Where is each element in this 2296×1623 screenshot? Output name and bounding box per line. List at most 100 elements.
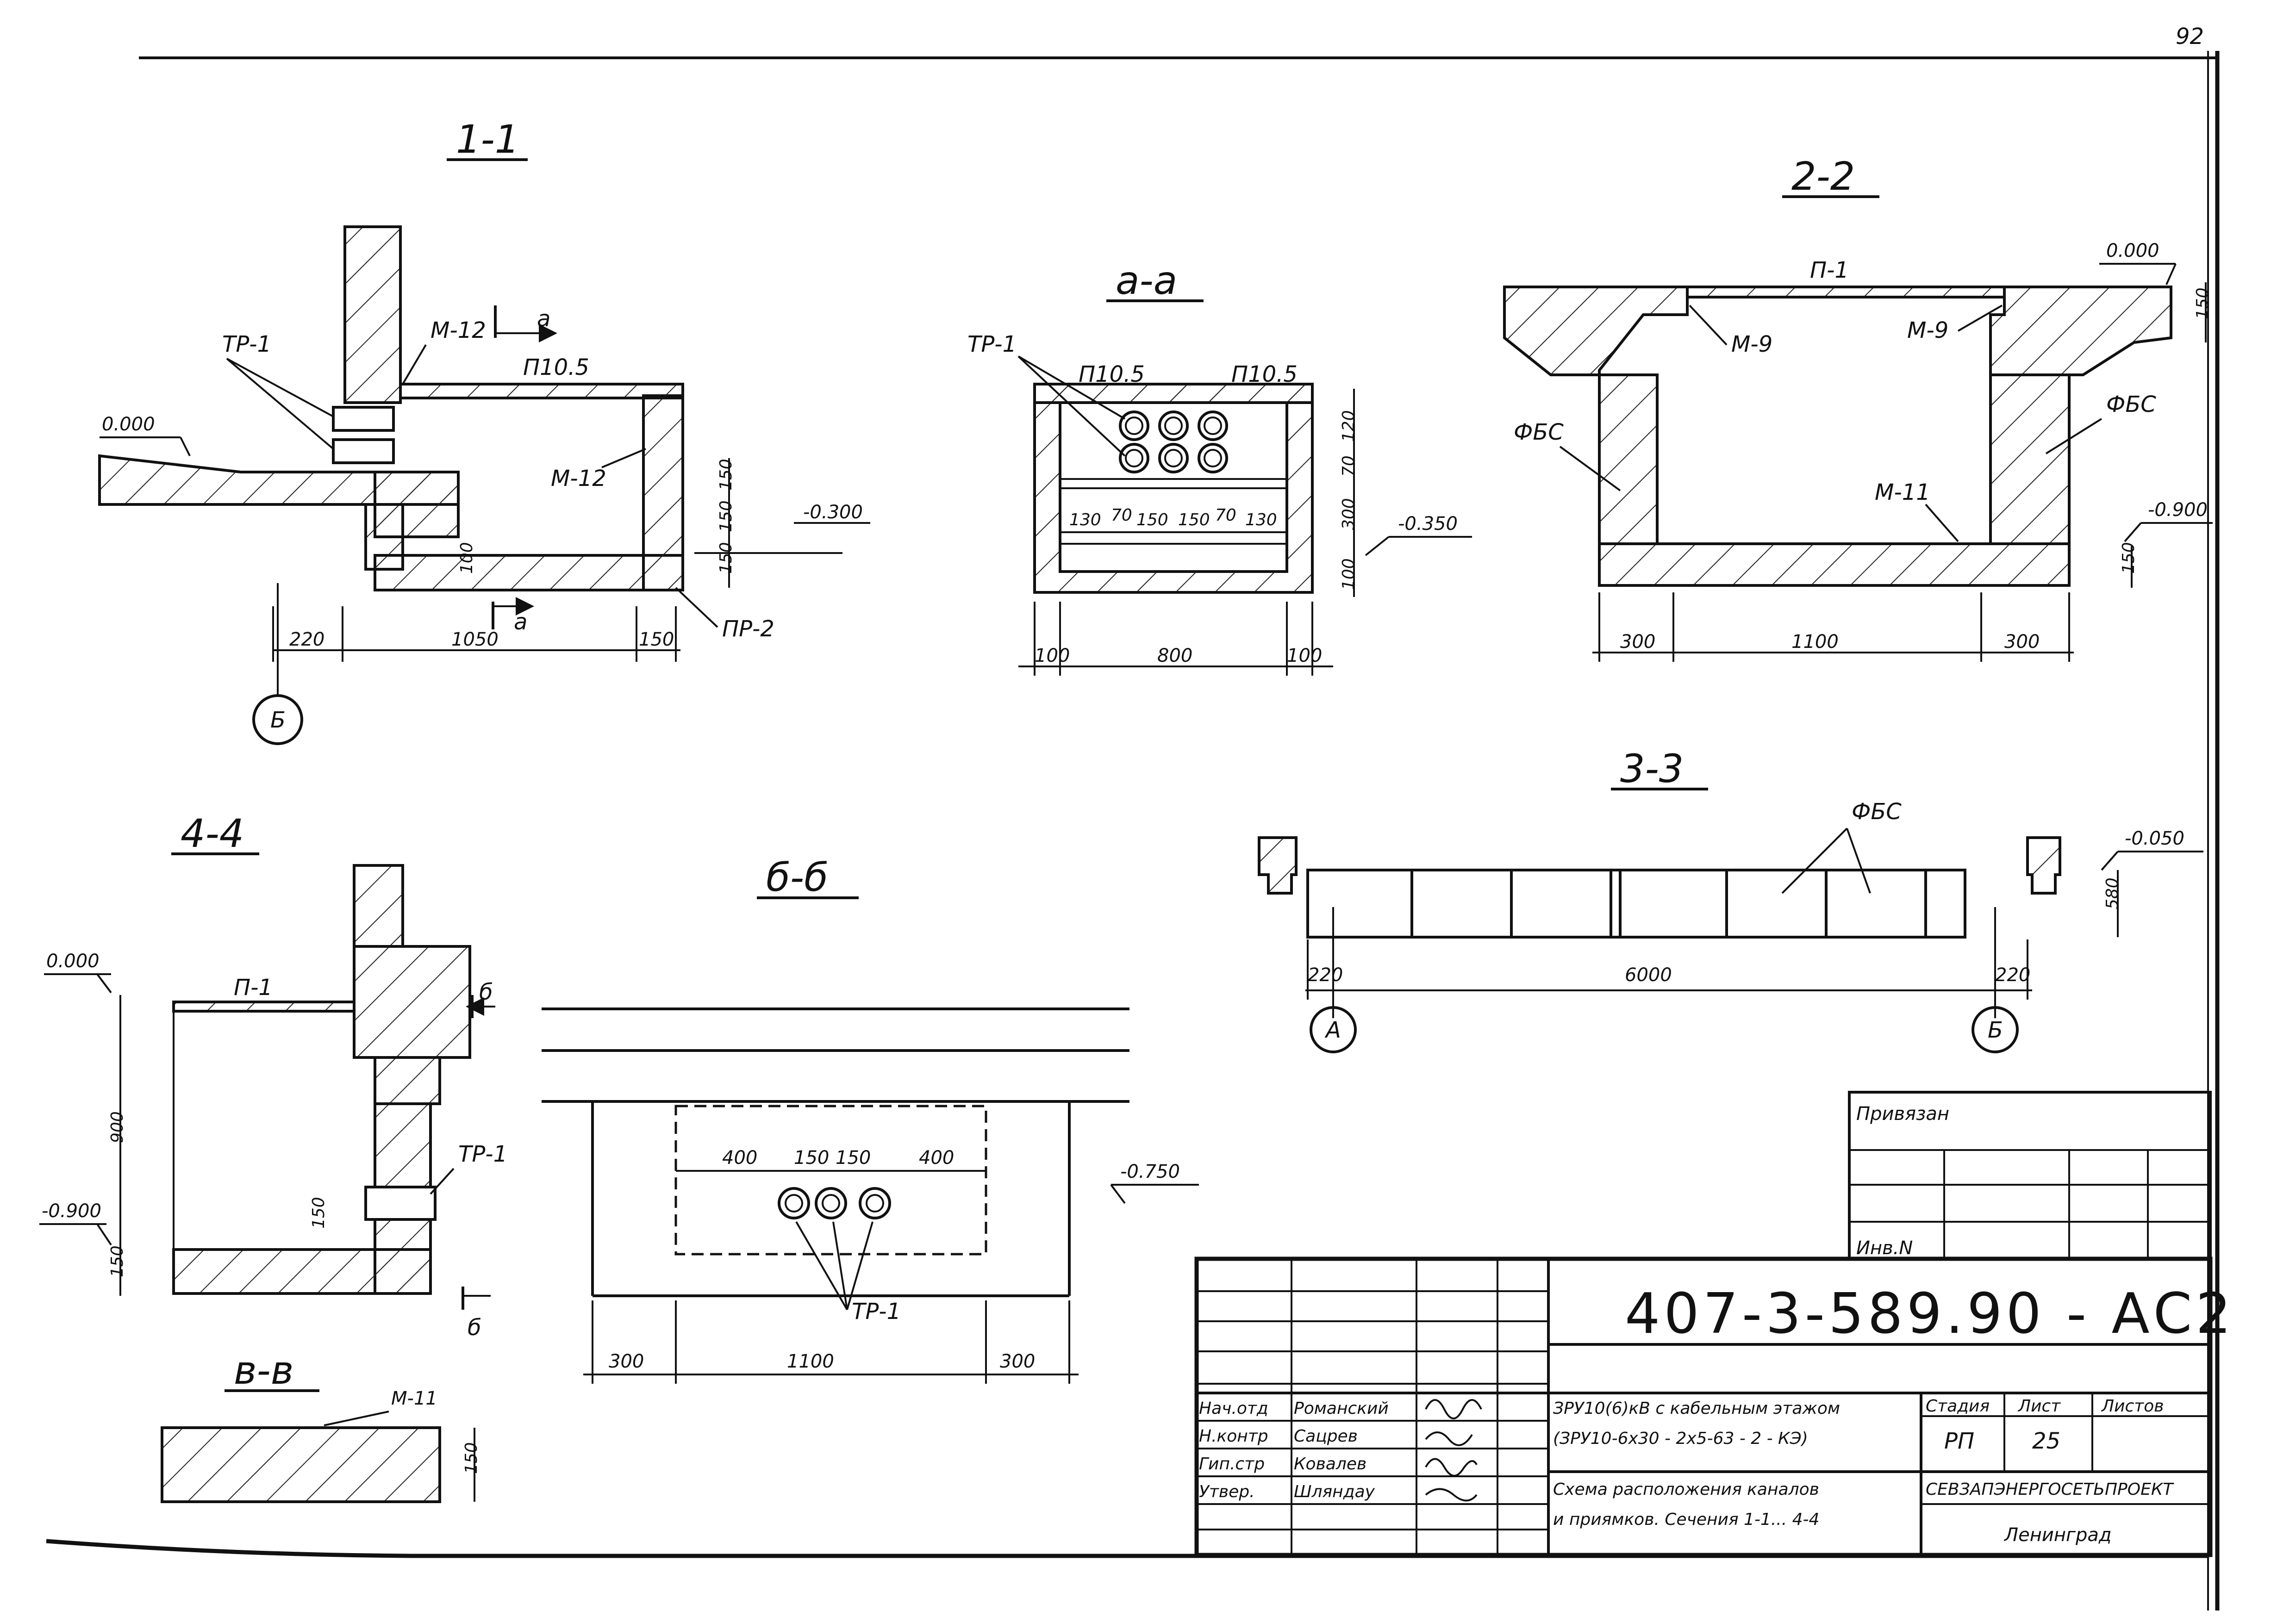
dim-a-a-70c: 70: [1339, 455, 1358, 477]
stamp-title-3: Схема расположения каналов: [1553, 1480, 1819, 1499]
label-a-a-p105b: П10.5: [1231, 361, 1298, 387]
label-b-b-tr1: ТР-1: [852, 1299, 901, 1325]
stamp-title-2: (ЗРУ10-6х30 - 2х5-63 - 2 - КЭ): [1553, 1429, 1808, 1448]
level-a-a-0350: -0.350: [1398, 513, 1458, 535]
stamp-role-4: Утвер.: [1199, 1482, 1255, 1501]
section-b-b-title: б-б: [766, 855, 828, 900]
stamp-org: СЕВЗАПЭНЕРГОСЕТЬПРОЕКТ: [1926, 1480, 2174, 1499]
section-1-1-title: 1-1: [456, 117, 519, 162]
label-2-2-m9b: М-9: [1907, 317, 1948, 343]
dim-a-a-120: 120: [1339, 410, 1358, 442]
stamp-name-3: Ковалев: [1294, 1455, 1366, 1474]
dim-b-b-400b: 400: [919, 1147, 954, 1169]
dim-a-a-130a: 130: [1069, 510, 1101, 529]
stamp-h-stage: Стадия: [1926, 1397, 1990, 1416]
dim-1-1-150b: 150: [717, 500, 736, 532]
section-1-1: 1-1 220 1050 150 150 150 150 100 ТР-1: [98, 117, 870, 745]
dim-a-a-100l: 100: [1035, 645, 1070, 666]
stamp-privyazan: Привязан: [1856, 1103, 1949, 1125]
label-4-4-cut-b-bot: б: [468, 1315, 481, 1341]
section-4-4: 4-4 900 150 150 П-1 ТР-1 б б 0.000 -0.90…: [39, 811, 507, 1341]
stamp-name-2: Сацрев: [1294, 1427, 1358, 1446]
title-block: Привязан Инв.N 407-3-589.90 - АС2 Нач.от…: [1194, 1091, 2235, 1557]
dim-b-b-400a: 400: [722, 1147, 757, 1169]
stamp-v-sheet: 25: [2032, 1428, 2060, 1454]
label-4-4-cut-b-top: б: [479, 979, 493, 1005]
dim-2-2-300b: 300: [2004, 631, 2040, 653]
stamp-name-1: Романский: [1294, 1399, 1389, 1418]
section-b-b: б-б 400 150 150 400 300 1100 300 ТР-1 -0…: [542, 855, 1199, 1384]
label-a-a-p105a: П10.5: [1079, 361, 1145, 387]
pipes-a-a: [1119, 410, 1228, 473]
level-4-4-0000: 0.000: [46, 951, 100, 972]
level-2-2-0000: 0.000: [2106, 240, 2159, 261]
label-1-1-p105: П10.5: [523, 354, 589, 380]
dim-4-4-150r: 150: [309, 1197, 328, 1229]
label-a-a-tr1: ТР-1: [967, 331, 1017, 357]
dim-3-3-580: 580: [2103, 877, 2122, 909]
dim-2-2-150top: 150: [2193, 287, 2212, 319]
stamp-code: 407-3-589.90 - АС2: [1625, 1282, 2235, 1346]
section-3-3: 3-3 220 6000 220 580 А Б ФБС -0.050: [1258, 746, 2203, 1053]
dim-3-3-6000: 6000: [1625, 964, 1672, 986]
label-2-2-m11: М-11: [1875, 479, 1930, 505]
axis-1-1-b: Б: [270, 707, 286, 733]
section-v-v: в-в М-11 150: [161, 1348, 481, 1503]
section-v-v-title: в-в: [234, 1348, 293, 1393]
dim-4-4-900: 900: [108, 1111, 127, 1143]
label-1-1-tr1: ТР-1: [222, 331, 271, 357]
dim-b-b-300a: 300: [609, 1351, 644, 1372]
dim-a-a-130b: 130: [1245, 510, 1277, 529]
dim-b-b-300b: 300: [1000, 1351, 1035, 1372]
dim-a-a-70b: 70: [1215, 506, 1236, 525]
level-4-4-0900: -0.900: [42, 1200, 101, 1222]
label-3-3-fbs: ФБС: [1852, 799, 1902, 825]
section-a-a-title: а-а: [1116, 258, 1177, 303]
label-4-4-p1: П-1: [234, 975, 273, 1001]
stamp-city: Ленинград: [2003, 1524, 2112, 1546]
level-1-1-0300: -0.300: [803, 502, 863, 523]
dim-v-v-150: 150: [462, 1442, 481, 1474]
section-2-2: 2-2 300 1100 300 150 150 П-1 М-9 М-9 ФБС…: [1503, 154, 2213, 662]
stamp-title-1: ЗРУ10(6)кВ с кабельным этажом: [1553, 1399, 1840, 1418]
section-2-2-title: 2-2: [1791, 154, 1855, 199]
stamp-role-1: Нач.отд: [1199, 1399, 1268, 1418]
label-1-1-m12a: М-12: [430, 317, 486, 343]
level-3-3-0050: -0.050: [2125, 828, 2184, 849]
section-3-3-title: 3-3: [1620, 746, 1684, 791]
dim-1-1-1050: 1050: [451, 629, 499, 650]
label-4-4-tr1: ТР-1: [458, 1141, 507, 1167]
stamp-role-3: Гип.стр: [1199, 1455, 1265, 1474]
stamp-title-4: и приямков. Сечения 1-1... 4-4: [1553, 1510, 1819, 1529]
dim-b-b-150b: 150: [836, 1147, 871, 1169]
dim-1-1-220: 220: [289, 629, 324, 650]
dim-2-2-300a: 300: [1620, 631, 1655, 653]
label-2-2-m9a: М-9: [1731, 331, 1772, 357]
dim-3-3-220a: 220: [1308, 964, 1343, 986]
dim-2-2-1100: 1100: [1791, 631, 1839, 653]
stamp-inv: Инв.N: [1856, 1237, 1913, 1259]
stamp-h-sheet: Лист: [2017, 1397, 2061, 1416]
stamp-signatures: [1425, 1399, 1482, 1502]
dim-b-b-150a: 150: [794, 1147, 829, 1169]
dim-1-1-100: 100: [457, 542, 476, 574]
label-1-1-pr2: ПР-2: [722, 616, 774, 642]
page-number: 92: [2176, 24, 2204, 50]
dim-1-1-150a: 150: [717, 459, 736, 491]
stamp-v-stage: РП: [1944, 1428, 1974, 1454]
dim-a-a-70a: 70: [1111, 506, 1132, 525]
level-b-b-0750: -0.750: [1120, 1161, 1180, 1182]
dim-a-a-100r: 100: [1339, 558, 1358, 590]
level-1-1-0000: 0.000: [102, 414, 155, 435]
axis-3-3-a: А: [1324, 1017, 1341, 1043]
label-2-2-fbs-left: ФБС: [1514, 419, 1564, 445]
dim-a-a-100b: 100: [1287, 645, 1322, 666]
section-4-4-title: 4-4: [181, 811, 244, 856]
label-1-1-cut-a-top: а: [537, 306, 550, 332]
label-1-1-m12b: М-12: [551, 466, 606, 491]
dim-1-1-150: 150: [639, 629, 674, 650]
level-2-2-0900: -0.900: [2148, 499, 2208, 521]
label-2-2-p1: П-1: [1810, 257, 1849, 283]
axis-3-3-b: Б: [1988, 1017, 2003, 1043]
